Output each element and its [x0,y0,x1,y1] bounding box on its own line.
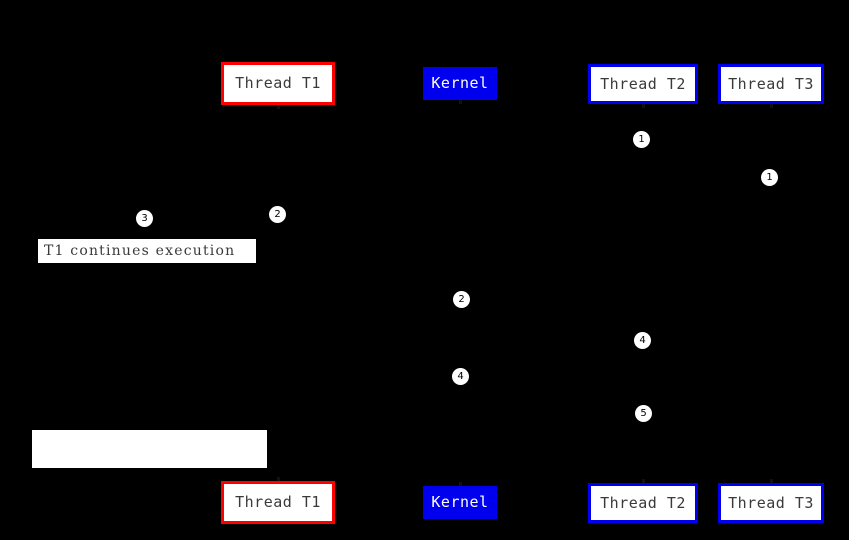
lifeline-stub-top-t1 [277,105,280,109]
lifeline-stub-bottom-t2 [642,479,645,483]
participant-bottom-kernel[interactable]: Kernel [423,486,497,519]
step-marker-3-t1[interactable]: 3 [136,210,153,227]
participant-bottom-t3[interactable]: Thread T3 [718,483,824,523]
blank-note-empty-note [32,430,267,468]
lifeline-stub-bottom-kernel [459,482,462,486]
step-marker-2-t1[interactable]: 2 [269,206,286,223]
step-marker-4-t2[interactable]: 4 [634,332,651,349]
step-marker-4-kernel[interactable]: 4 [452,368,469,385]
lifeline-stub-bottom-t1 [277,477,280,481]
participant-bottom-t1[interactable]: Thread T1 [221,481,335,524]
lifeline-stub-top-t3 [770,104,773,108]
participant-top-kernel[interactable]: Kernel [423,67,497,100]
note-t1-note: T1 continues execution [37,238,257,264]
step-marker-1-t2[interactable]: 1 [633,131,650,148]
participant-bottom-t2[interactable]: Thread T2 [588,483,698,523]
lifeline-stub-top-t2 [642,104,645,108]
lifeline-t1 [278,105,279,481]
participant-top-t1[interactable]: Thread T1 [221,62,335,105]
lifeline-t2 [643,104,644,483]
step-marker-1-t3[interactable]: 1 [761,169,778,186]
lifeline-t3 [771,104,772,483]
participant-top-t2[interactable]: Thread T2 [588,64,698,104]
step-marker-5-t2[interactable]: 5 [635,405,652,422]
lifeline-stub-bottom-t3 [770,479,773,483]
step-marker-2-kernel[interactable]: 2 [453,291,470,308]
lifeline-stub-top-kernel [459,100,462,104]
participant-top-t3[interactable]: Thread T3 [718,64,824,104]
